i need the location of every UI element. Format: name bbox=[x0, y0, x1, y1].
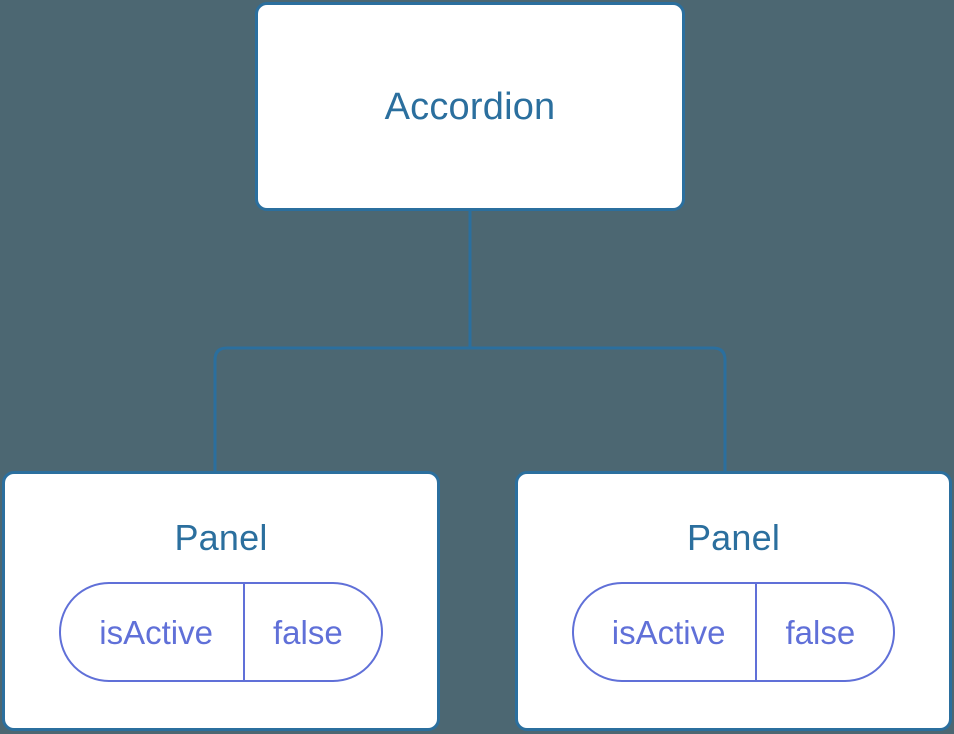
prop-pill[interactable]: isActive false bbox=[571, 582, 896, 682]
node-accordion[interactable]: Accordion bbox=[255, 2, 685, 211]
node-title: Panel bbox=[686, 517, 781, 558]
node-panel-1[interactable]: Panel isActive false bbox=[2, 471, 440, 731]
prop-value: false bbox=[785, 613, 856, 651]
node-title: Panel bbox=[174, 517, 268, 558]
edge-split-bar bbox=[213, 346, 727, 472]
prop-pill[interactable]: isActive false bbox=[59, 582, 383, 682]
node-title: Accordion bbox=[384, 85, 556, 128]
node-panel-2[interactable]: Panel isActive false bbox=[515, 471, 952, 731]
prop-value: false bbox=[272, 613, 343, 651]
prop-key: isActive bbox=[61, 584, 245, 680]
prop-key: isActive bbox=[574, 584, 758, 680]
